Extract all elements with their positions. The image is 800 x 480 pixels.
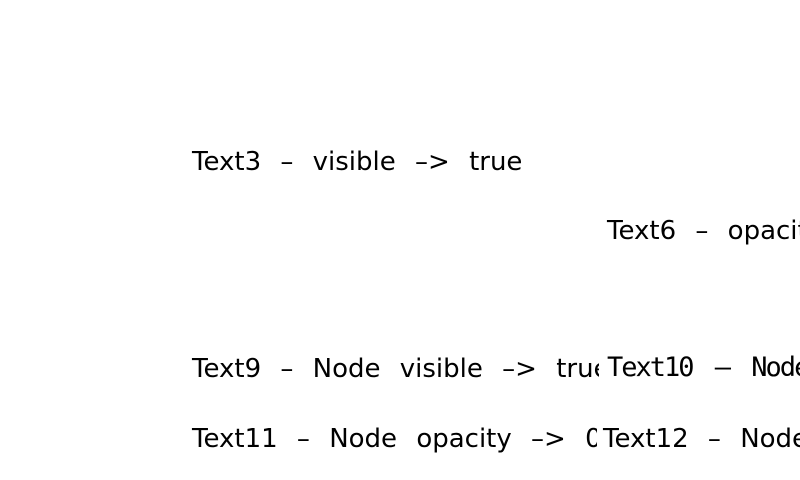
- label-text10: Text10 – Node: [599, 351, 800, 385]
- label-text3: Text3 – visible –> true: [192, 147, 523, 177]
- label-text12: Text12 – Node: [597, 422, 800, 456]
- label-text9: Text9 – Node visible –> true: [192, 354, 610, 384]
- label-text11: Text11 – Node opacity –> 0: [192, 424, 602, 454]
- label-text6: Text6 – opacity: [607, 216, 800, 246]
